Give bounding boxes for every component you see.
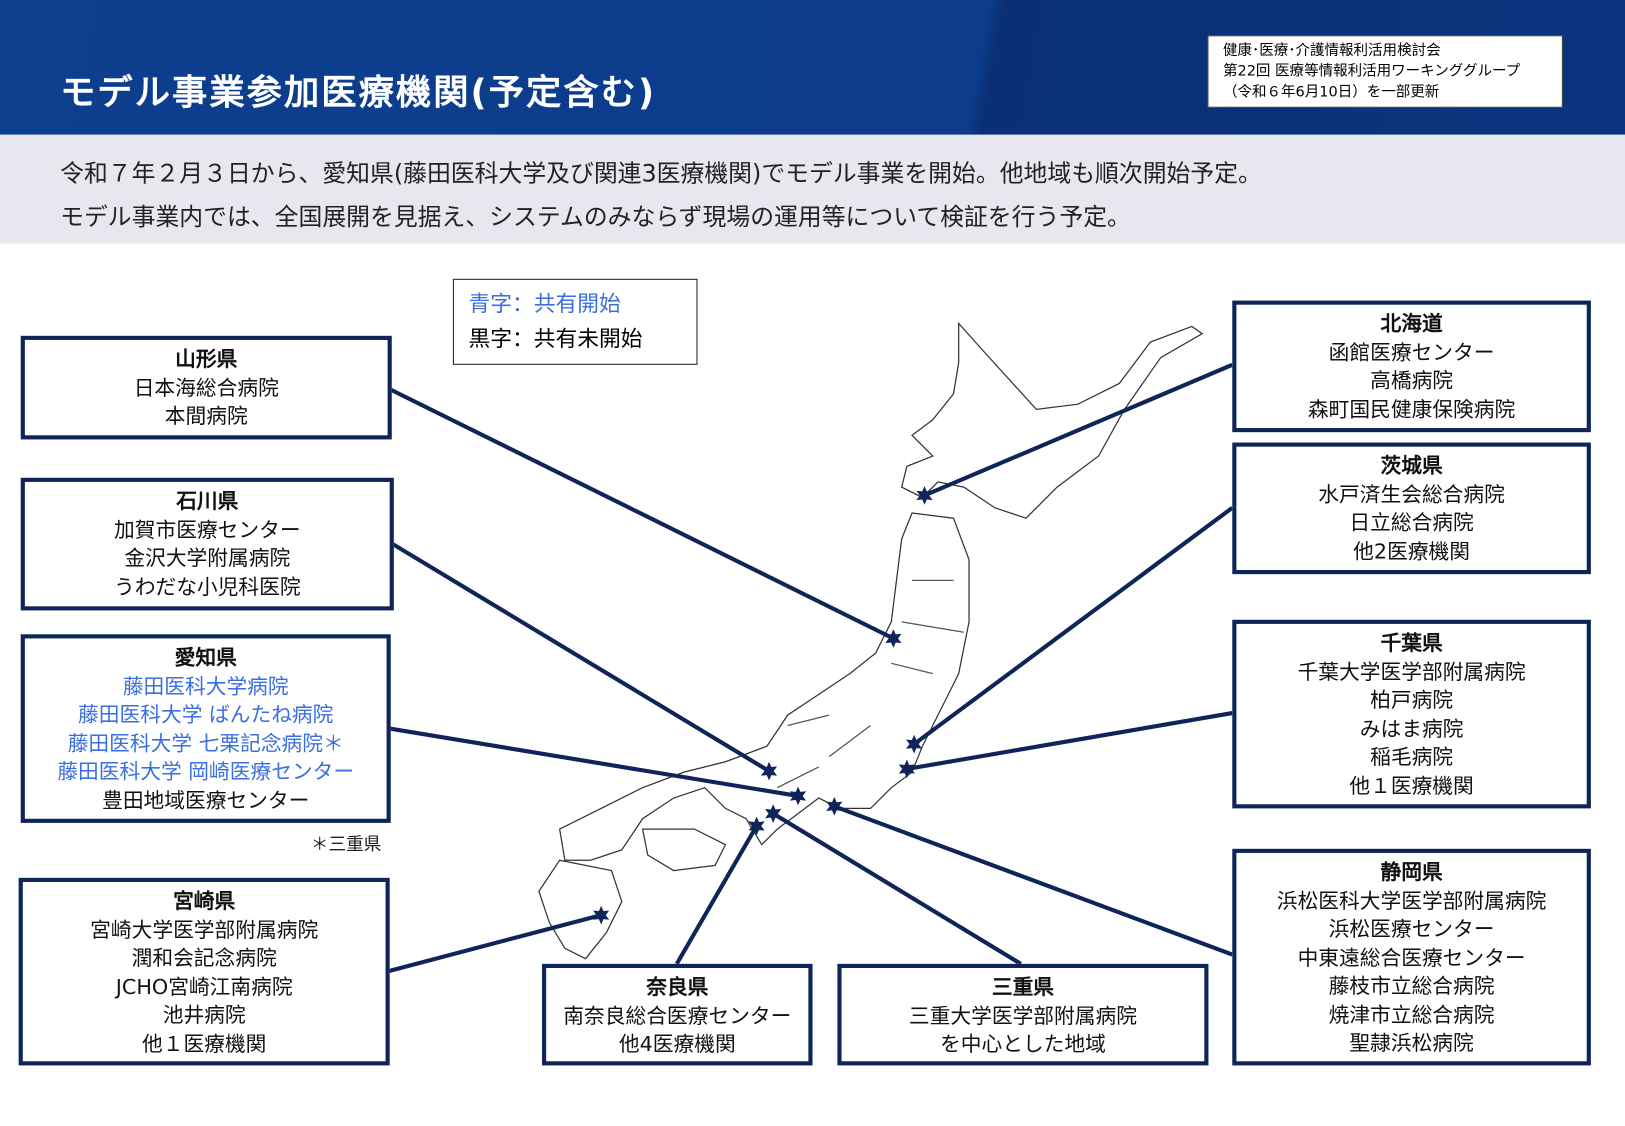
hospital-shared: 藤田医科大学 七栗記念病院＊ [67,730,344,756]
box-ibaraki: 茨城県 水戸済生会総合病院 日立総合病院 他2医療機関 [1232,442,1591,575]
source-note: 健康･医療･介護情報利活用検討会 第22回 医療等情報利活用ワーキンググループ … [1207,35,1563,108]
page-title: モデル事業参加医療機関(予定含む) [60,72,657,115]
hospital: 日立総合病院 [1349,509,1474,535]
summary-line: モデル事業内では、全国展開を見据え、システムのみならず現場の運用等について検証を… [60,204,1131,232]
location-star-icon [789,786,807,806]
hospital: 聖隷浜松病院 [1349,1030,1474,1056]
line-ishikawa [391,542,771,773]
source-note-line: （令和６年6月10日）を一部更新 [1222,83,1440,101]
box-hokkaido: 北海道 函館医療センター 高橋病院 森町国民健康保険病院 [1232,300,1591,433]
hospital: 南奈良総合医療センター [563,1002,792,1028]
hospital-shared: 藤田医科大学病院 [122,673,289,699]
location-star-icon [898,759,915,779]
prefecture-name: 山形県 [175,346,238,372]
line-ibaraki [912,506,1234,746]
hospital: 他１医療機関 [1349,772,1474,798]
hospital-shared: 藤田医科大学 岡崎医療センター [57,758,355,784]
source-note-line: 第22回 医療等情報利活用ワーキンググループ [1222,63,1521,80]
hospital: 柏戸病院 [1370,687,1454,713]
connector-lines [388,362,1234,974]
location-star-icon [760,761,778,781]
prefecture-name: 石川県 [176,488,239,514]
hospital: 稲毛病院 [1370,744,1454,770]
hospital: 池井病院 [162,1002,246,1028]
hospital: 本間病院 [164,403,248,429]
hospital: 焼津市立総合病院 [1328,1001,1495,1027]
hospital: みはま病院 [1359,715,1464,741]
hospital: 浜松医療センター [1328,916,1495,942]
hospital: 日本海総合病院 [133,374,279,400]
hospital: 浜松医科大学医学部附属病院 [1276,887,1547,913]
location-star-icon [593,905,610,925]
location-star-icon [885,629,902,648]
hospital: うわだな小児科医院 [114,573,301,599]
japan-outline [538,321,1204,960]
hospital: 函館医療センター [1328,339,1495,365]
aichi-footnote: ＊三重県 [310,834,382,856]
hospital: 他１医療機関 [141,1030,267,1056]
box-aichi: 愛知県 藤田医科大学病院 藤田医科大学 ばんたね病院 藤田医科大学 七栗記念病院… [20,634,391,823]
prefecture-name: 三重県 [991,974,1055,1000]
prefecture-name: 千葉県 [1380,630,1443,656]
legend: 青字：共有開始 黒字：共有未開始 [452,278,698,365]
hospital: 潤和会記念病院 [131,945,277,971]
line-nara [674,824,759,965]
location-star-icon [765,804,782,823]
source-note-line: 健康･医療･介護情報利活用検討会 [1222,42,1441,60]
prefecture-name: 奈良県 [646,974,709,1000]
box-shizuoka: 静岡県 浜松医科大学医学部附属病院 浜松医療センター 中東遠総合医療センター 藤… [1232,848,1591,1066]
line-hokkaido [923,362,1234,498]
line-aichi [389,726,799,799]
box-nara: 奈良県 南奈良総合医療センター 他4医療機関 [542,963,813,1066]
hospital: 千葉大学医学部附属病院 [1297,658,1526,684]
hospital: 三重大学医学部附属病院 [908,1002,1137,1028]
box-mie: 三重県 三重大学医学部附属病院 を中心とした地域 [837,963,1209,1066]
prefecture-name: 茨城県 [1380,452,1443,478]
summary-line: 令和７年２月３日から、愛知県(藤田医科大学及び関連3医療機関)でモデル事業を開始… [60,160,1262,188]
hospital: 金沢大学附属病院 [124,545,291,571]
header-banner: モデル事業参加医療機関(予定含む) 健康･医療･介護情報利活用検討会 第22回 … [0,0,1625,135]
box-ishikawa: 石川県 加賀市医療センター 金沢大学附属病院 うわだな小児科医院 [20,477,394,611]
line-shizuoka [833,804,1234,957]
prefecture-name: 愛知県 [174,644,237,670]
hospital: JCHO宮崎江南病院 [115,973,293,999]
location-star-icon [906,734,923,754]
box-chiba: 千葉県 千葉大学医学部附属病院 柏戸病院 みはま病院 稲毛病院 他１医療機関 [1232,619,1591,809]
hospital: 中東遠総合医療センター [1297,944,1526,970]
hospital: 藤枝市立総合病院 [1328,973,1495,999]
prefecture-name: 宮崎県 [173,888,236,914]
hospital: 他2医療機関 [1353,538,1470,564]
line-miyazaki [388,913,602,974]
location-star-icon [748,816,765,836]
prefecture-name: 静岡県 [1380,859,1443,885]
hospital: を中心とした地域 [940,1031,1106,1057]
box-miyazaki: 宮崎県 宮崎大学医学部附属病院 潤和会記念病院 JCHO宮崎江南病院 池井病院 … [18,877,390,1066]
line-chiba [906,711,1233,772]
hospital-shared: 藤田医科大学 ばんたね病院 [78,701,334,727]
hospital: 他4医療機関 [618,1031,736,1057]
legend-blue: 青字：共有開始 [468,291,621,317]
hospital: 高橋病院 [1370,367,1454,393]
legend-black: 黒字：共有未開始 [468,326,643,352]
prefecture-name: 北海道 [1380,310,1443,336]
location-star-icon [916,486,933,505]
location-star-icon [826,796,843,816]
hospital: 加賀市医療センター [114,516,301,542]
hospital: 森町国民健康保険病院 [1307,396,1516,422]
box-yamagata: 山形県 日本海総合病院 本間病院 [20,335,392,440]
line-yamagata [389,387,895,641]
summary-band: 令和７年２月３日から、愛知県(藤田医科大学及び関連3医療機関)でモデル事業を開始… [0,134,1625,244]
hospital: 水戸済生会総合病院 [1318,481,1505,507]
hospital: 豊田地域医療センター [102,787,310,813]
hospital: 宮崎大学医学部附属病院 [90,916,319,942]
line-mie [772,811,1022,966]
